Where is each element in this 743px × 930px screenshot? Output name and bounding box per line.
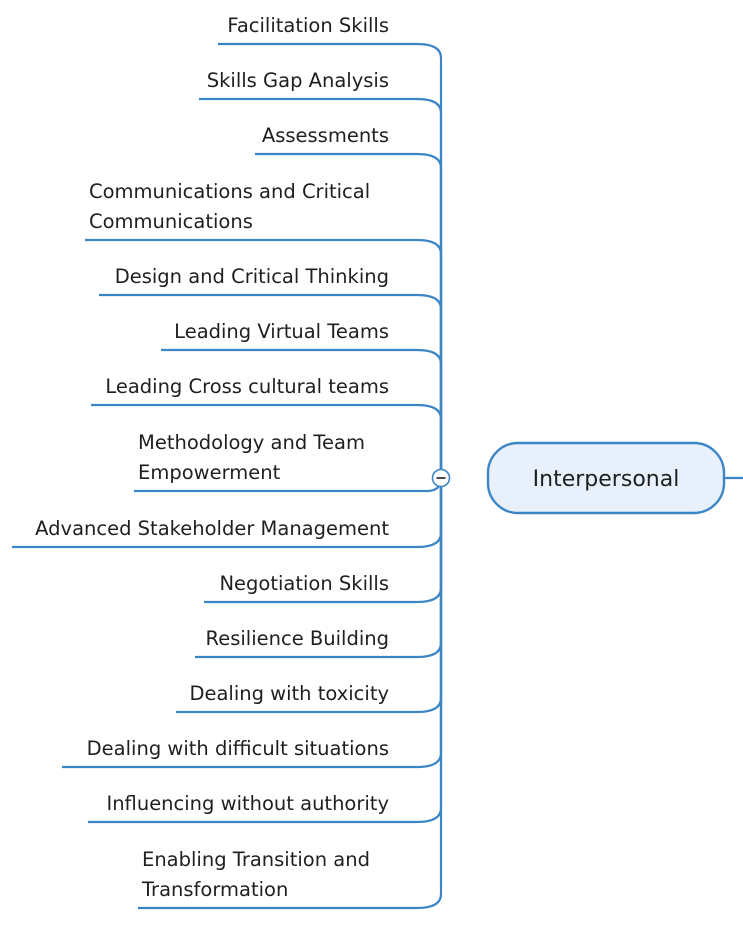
- subtopic-11[interactable]: Dealing with toxicity: [176, 478, 443, 714]
- subtopic-label: Communications and Critical: [89, 180, 370, 203]
- subtopic-6[interactable]: Leading Cross cultural teams: [91, 375, 443, 478]
- subtopic-label: Leading Cross cultural teams: [105, 375, 389, 398]
- subtopic-label: Methodology and Team: [138, 431, 365, 454]
- subtopic-branch-line: [255, 152, 443, 478]
- subtopic-3[interactable]: Communications and CriticalCommunication…: [85, 180, 443, 478]
- subtopic-label: Dealing with difficult situations: [87, 737, 389, 760]
- subtopic-label: Empowerment: [138, 461, 281, 484]
- subtopic-1[interactable]: Skills Gap Analysis: [199, 69, 443, 478]
- subtopic-branch-line: [199, 97, 443, 478]
- subtopic-5[interactable]: Leading Virtual Teams: [161, 320, 443, 478]
- subtopic-label: Assessments: [262, 124, 389, 147]
- subtopic-10[interactable]: Resilience Building: [195, 478, 443, 659]
- subtopic-label: Leading Virtual Teams: [174, 320, 389, 343]
- subtopic-label: Communications: [89, 210, 253, 233]
- central-topic-box[interactable]: [486, 441, 726, 515]
- subtopic-branch-line: [85, 238, 443, 478]
- collapse-toggle[interactable]: [431, 468, 451, 488]
- subtopic-label: Influencing without authority: [106, 792, 389, 815]
- central-topic[interactable]: Interpersonal: [486, 441, 743, 515]
- subtopic-2[interactable]: Assessments: [255, 124, 443, 478]
- subtopic-branch-line: [176, 478, 443, 714]
- subtopic-8[interactable]: Advanced Stakeholder Management: [12, 478, 443, 549]
- subtopic-branch-line: [138, 478, 443, 910]
- subtopic-label: Advanced Stakeholder Management: [35, 517, 389, 540]
- subtopic-label: Negotiation Skills: [219, 572, 389, 595]
- subtopic-branch-line: [218, 42, 443, 478]
- subtopic-label: Enabling Transition and: [142, 848, 370, 871]
- subtopic-0[interactable]: Facilitation Skills: [218, 14, 443, 478]
- subtopic-label: Design and Critical Thinking: [115, 265, 389, 288]
- subtopic-9[interactable]: Negotiation Skills: [204, 478, 443, 604]
- subtopic-branch-line: [99, 293, 443, 478]
- subtopic-label: Skills Gap Analysis: [207, 69, 389, 92]
- subtopic-branch-line: [161, 348, 443, 478]
- central-topic-label: Interpersonal: [533, 467, 680, 492]
- subtopic-label: Transformation: [141, 878, 288, 901]
- subtopic-label: Dealing with toxicity: [189, 682, 389, 705]
- subtopic-4[interactable]: Design and Critical Thinking: [99, 265, 443, 478]
- subtopic-label: Facilitation Skills: [227, 14, 389, 37]
- subtopic-label: Resilience Building: [206, 627, 389, 650]
- subtopic-branch-line: [91, 403, 443, 478]
